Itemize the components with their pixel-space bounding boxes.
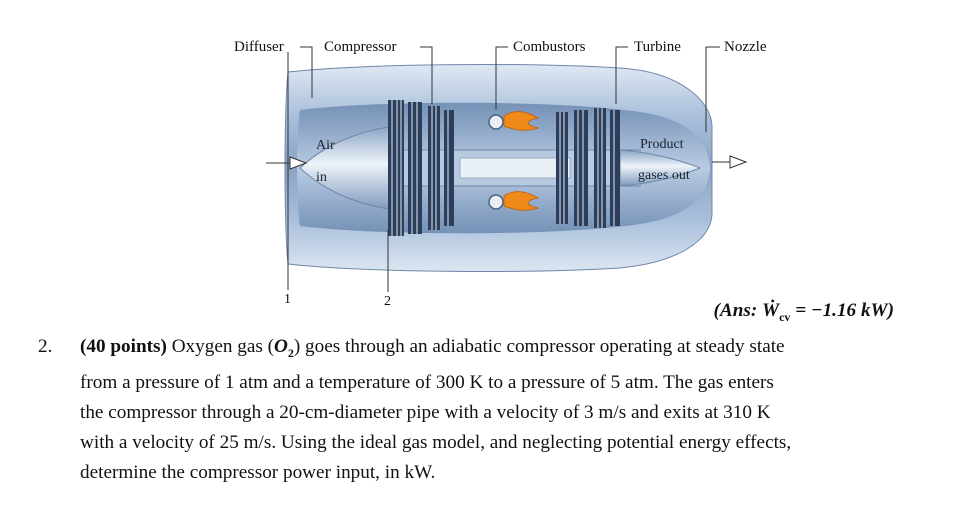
leader-combustors bbox=[495, 46, 508, 110]
turbine-blades bbox=[556, 108, 620, 228]
label-in: in bbox=[316, 170, 327, 185]
oxygen-formula: O bbox=[274, 336, 288, 357]
problem-line-2: from a pressure of 1 atm and a temperatu… bbox=[80, 371, 774, 393]
flame-upper bbox=[503, 111, 540, 131]
label-air: Air bbox=[316, 138, 335, 153]
station-2-label: 2 bbox=[384, 294, 391, 309]
leader-diffuser bbox=[300, 46, 313, 98]
label-gases-out: gases out bbox=[638, 168, 690, 183]
problem-statement: (40 points) Oxygen gas (O2) goes through… bbox=[80, 332, 936, 488]
problem-line-1: (40 points) Oxygen gas (O2) goes through… bbox=[80, 336, 785, 360]
air-in-arrow bbox=[266, 156, 308, 170]
combustor-upper bbox=[488, 111, 540, 131]
tail-cone bbox=[619, 149, 702, 187]
answer: (Ans: Ẇcv = −1.16 kW) bbox=[713, 300, 894, 324]
label-product: Product bbox=[640, 137, 684, 152]
label-nozzle: Nozzle bbox=[724, 39, 767, 55]
combustor-lower bbox=[488, 191, 540, 211]
jet-engine-figure: Diffuser Compressor Combustors Turbine N… bbox=[234, 39, 767, 309]
compressor-blades bbox=[388, 100, 454, 236]
leader-compressor bbox=[420, 46, 433, 104]
label-compressor: Compressor bbox=[324, 39, 397, 55]
problem-points: (40 points) bbox=[80, 336, 167, 357]
leader-turbine bbox=[615, 46, 628, 104]
label-diffuser: Diffuser bbox=[234, 39, 284, 55]
jet-engine-diagram bbox=[266, 46, 748, 292]
problem-line-4: with a velocity of 25 m/s. Using the ide… bbox=[80, 431, 792, 453]
problem-line-5: determine the compressor power input, in… bbox=[80, 461, 436, 483]
power-symbol: Ẇ bbox=[762, 300, 780, 322]
flame-lower bbox=[503, 191, 540, 211]
label-combustors: Combustors bbox=[513, 39, 586, 55]
problem-number: 2. bbox=[38, 336, 53, 357]
leader-nozzle bbox=[705, 46, 720, 132]
problem-line-3: the compressor through a 20-cm-diameter … bbox=[80, 401, 771, 423]
gases-out-arrow bbox=[712, 155, 748, 169]
station-1-label: 1 bbox=[284, 292, 291, 307]
label-turbine: Turbine bbox=[634, 39, 681, 55]
